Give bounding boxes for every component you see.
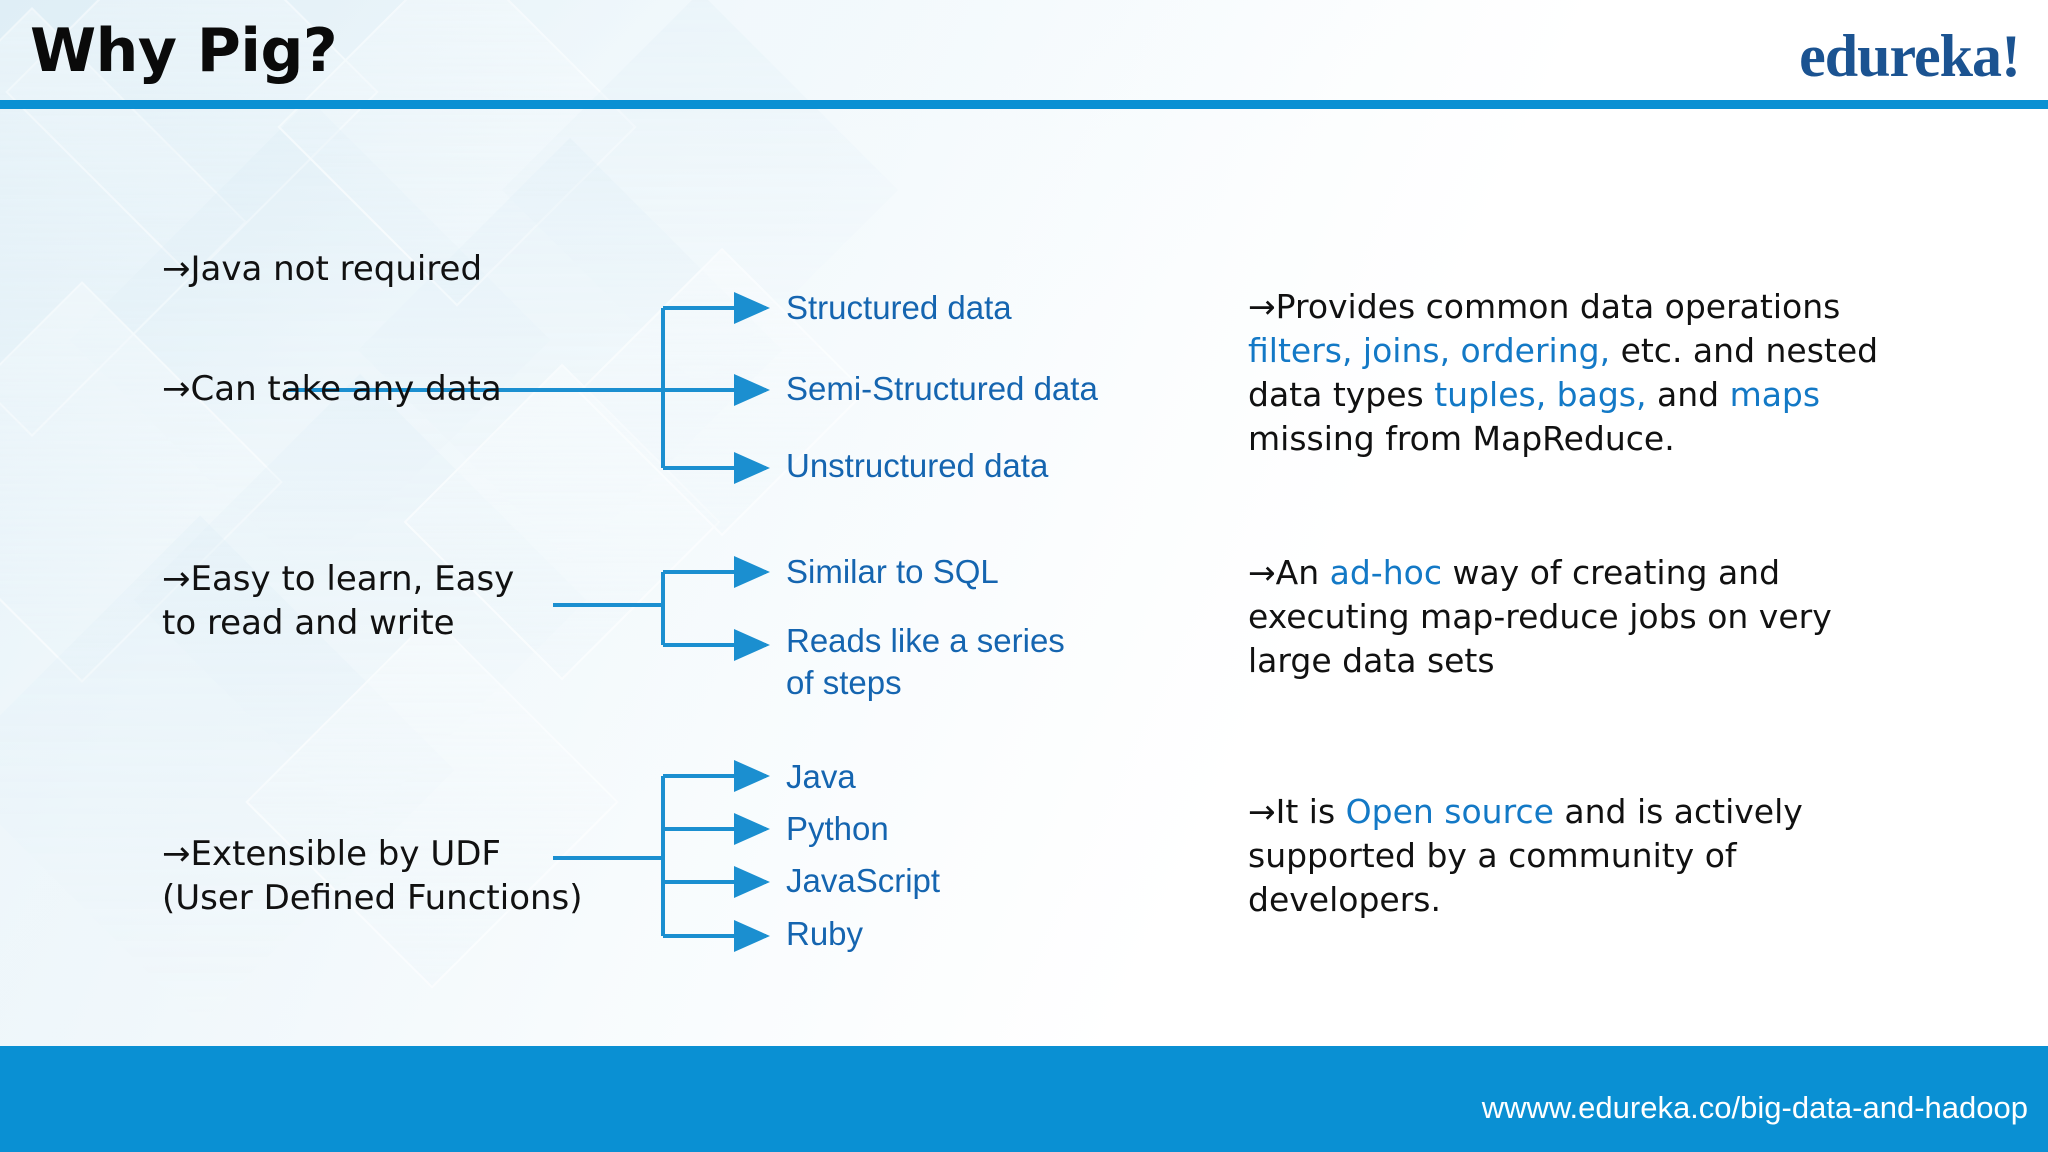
right-paragraph-data-operations: →Provides common data operations filters… xyxy=(1248,287,1879,458)
left-item-extensible-by-udf: →Extensible by UDF (User Defined Functio… xyxy=(162,834,583,919)
mid-item-java: Java xyxy=(786,758,856,795)
mid-item-semi-structured-data: Semi-Structured data xyxy=(786,370,1098,407)
slide-header: Why Pig? edureka! xyxy=(0,0,2048,104)
header-divider xyxy=(0,100,2048,109)
page-title: Why Pig? xyxy=(30,16,338,86)
edureka-logo: edureka! xyxy=(1799,23,2021,89)
mid-item-javascript: JavaScript xyxy=(786,862,941,899)
mid-item-ruby: Ruby xyxy=(786,915,864,952)
mid-item-unstructured-data: Unstructured data xyxy=(786,447,1049,484)
left-item-java-not-required: →Java not required xyxy=(162,249,483,289)
mid-item-structured-data: Structured data xyxy=(786,289,1012,326)
left-item-can-take-any-data: →Can take any data xyxy=(162,369,502,409)
mid-item-similar-to-sql: Similar to SQL xyxy=(786,553,999,590)
right-paragraph-ad-hoc-jobs: →An ad-hoc way of creating and executing… xyxy=(1248,553,1832,680)
footer-url: wwww.edureka.co/big-data-and-hadoop xyxy=(1481,1090,2028,1125)
left-item-easy-to-learn: →Easy to learn, Easy to read and write xyxy=(162,559,515,644)
footer-bar xyxy=(0,1046,2048,1152)
mid-item-reads-like-series: Reads like a series of steps xyxy=(786,622,1065,702)
right-paragraph-open-source: →It is Open source and is actively suppo… xyxy=(1248,792,1803,919)
mid-item-python: Python xyxy=(786,810,889,847)
